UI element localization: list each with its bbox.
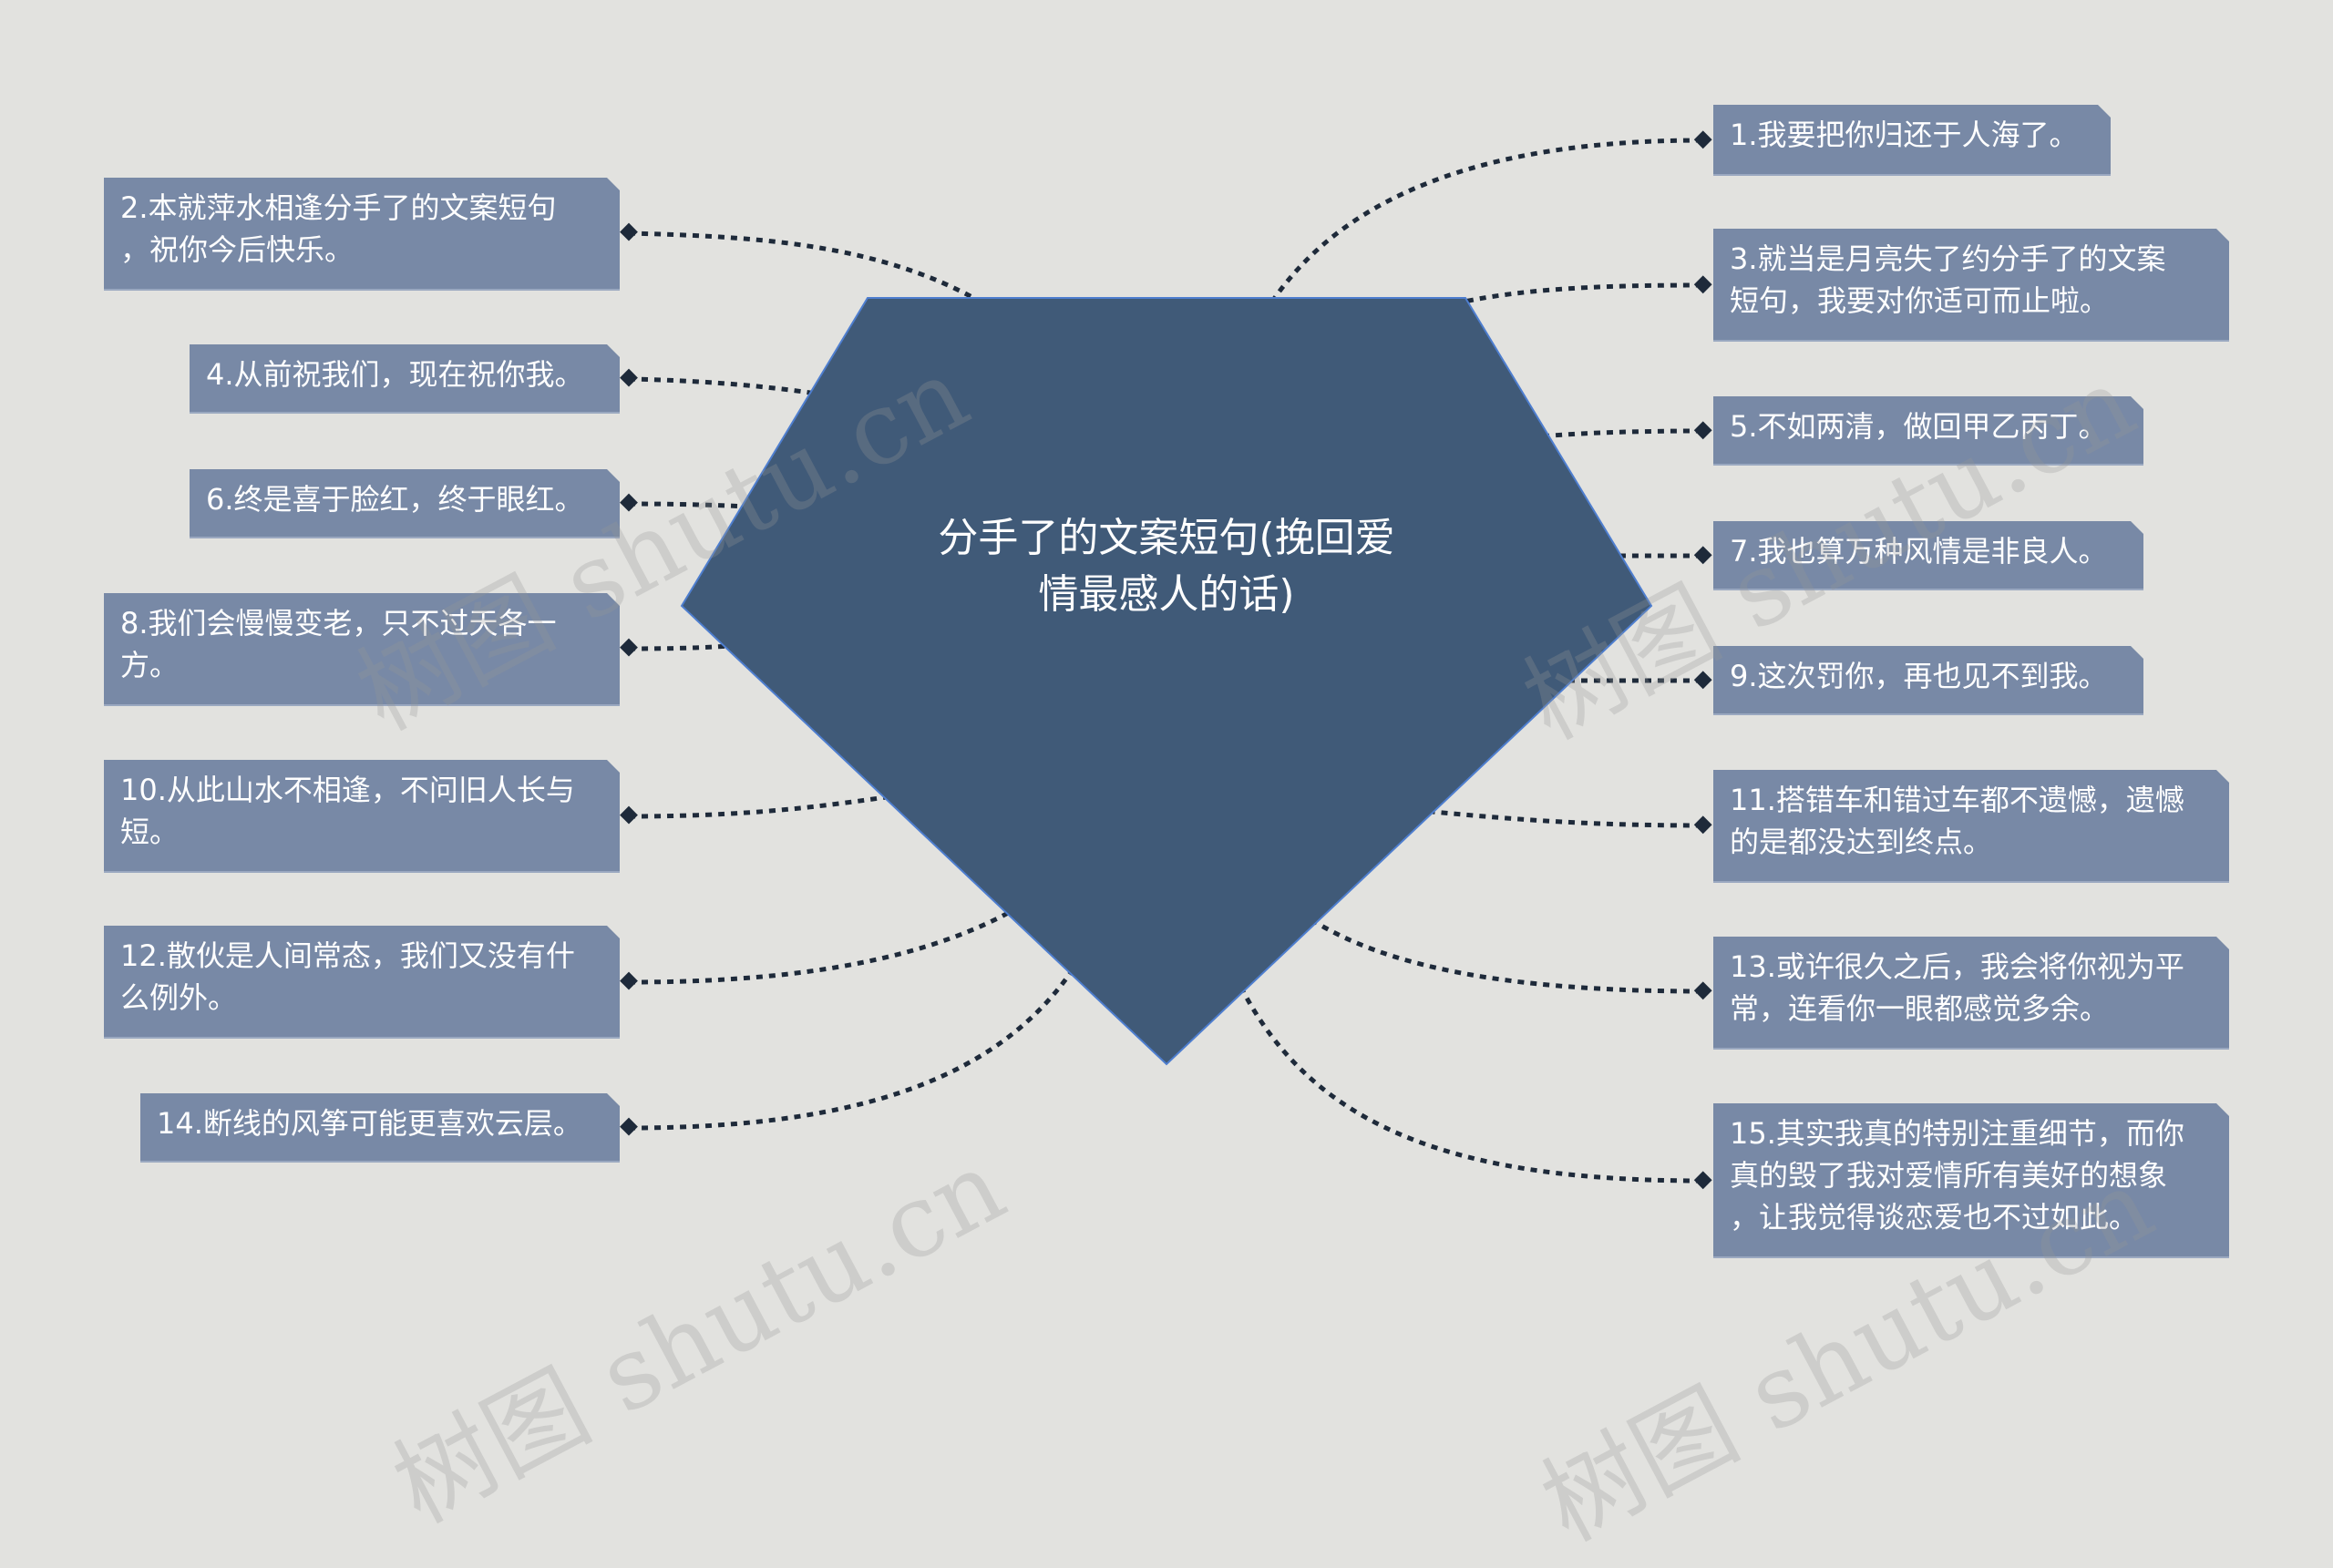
dot-10 bbox=[620, 805, 638, 825]
node-3-line2: 短句，我要对你适可而止啦。 bbox=[1730, 283, 2110, 318]
center-topic[interactable]: 分手了的文案短句(挽回爱 情最感人的话) bbox=[893, 510, 1440, 623]
center-pentagon bbox=[680, 297, 1653, 1066]
node-12-line1: 12.散伙是人间常态，我们又没有什 bbox=[120, 938, 575, 973]
node-10[interactable]: 10.从此山水不相逢，不问旧人长与 短。 bbox=[104, 760, 620, 873]
dot-6 bbox=[620, 493, 638, 512]
node-1[interactable]: 1.我要把你归还于人海了。 bbox=[1713, 105, 2111, 176]
node-8-line2: 方。 bbox=[120, 648, 180, 682]
node-3[interactable]: 3.就当是月亮失了约分手了的文案 短句，我要对你适可而止啦。 bbox=[1713, 229, 2229, 342]
connector-10 bbox=[628, 790, 921, 819]
node-12-line2: 么例外。 bbox=[120, 980, 238, 1015]
connector-1 bbox=[1264, 138, 1703, 312]
node-6[interactable]: 6.终是喜于脸红，终于眼红。 bbox=[190, 469, 620, 538]
dot-15 bbox=[1693, 1171, 1712, 1190]
node-15-line2: 真的毁了我对爱情所有美好的想象 bbox=[1730, 1158, 2168, 1193]
node-15-line3: ，让我觉得谈恋爱也不过如此。 bbox=[1730, 1200, 2139, 1235]
node-10-line1: 10.从此山水不相逢，不问旧人长与 bbox=[120, 773, 575, 807]
dot-1 bbox=[1693, 130, 1712, 149]
connector-15 bbox=[1237, 982, 1703, 1184]
connector-13 bbox=[1310, 917, 1703, 994]
dot-3 bbox=[1693, 275, 1712, 294]
connector-dots bbox=[620, 130, 1712, 1190]
connector-5 bbox=[1530, 428, 1703, 440]
dot-2 bbox=[620, 222, 638, 241]
node-9[interactable]: 9.这次罚你，再也见不到我。 bbox=[1713, 646, 2143, 715]
dot-13 bbox=[1693, 981, 1712, 1000]
node-13-line1: 13.或许很久之后，我会将你视为平 bbox=[1730, 949, 2184, 984]
node-4[interactable]: 4.从前祝我们，现在祝你我。 bbox=[190, 344, 620, 414]
node-8-line1: 8.我们会慢慢变老，只不过天各一 bbox=[120, 606, 557, 641]
node-5[interactable]: 5.不如两清，做回甲乙丙丁。 bbox=[1713, 396, 2143, 466]
node-9-line1: 9.这次罚你，再也见不到我。 bbox=[1730, 659, 2108, 693]
dot-7 bbox=[1693, 546, 1712, 565]
node-10-line2: 短。 bbox=[120, 815, 180, 849]
node-2[interactable]: 2.本就萍水相逢分手了的文案短句 ，祝你今后快乐。 bbox=[104, 178, 620, 291]
connector-12 bbox=[628, 908, 1013, 985]
node-13-line2: 常，连看你一眼都感觉多余。 bbox=[1730, 991, 2110, 1026]
node-12[interactable]: 12.散伙是人间常态，我们又没有什 么例外。 bbox=[104, 926, 620, 1039]
connector-layer bbox=[620, 130, 1712, 1190]
node-2-line1: 2.本就萍水相逢分手了的文案短句 bbox=[120, 190, 557, 225]
node-8[interactable]: 8.我们会慢慢变老，只不过天各一 方。 bbox=[104, 593, 620, 706]
dot-9 bbox=[1693, 671, 1712, 690]
node-4-line1: 4.从前祝我们，现在祝你我。 bbox=[206, 357, 584, 392]
dot-4 bbox=[620, 368, 638, 387]
node-14[interactable]: 14.断线的风筝可能更喜欢云层。 bbox=[140, 1093, 620, 1163]
dot-11 bbox=[1693, 815, 1712, 835]
connector-14 bbox=[628, 964, 1078, 1131]
dot-5 bbox=[1693, 421, 1712, 440]
node-1-line1: 1.我要把你归还于人海了。 bbox=[1730, 118, 2079, 152]
center-title-line1: 分手了的文案短句(挽回爱 bbox=[938, 515, 1395, 561]
node-14-line1: 14.断线的风筝可能更喜欢云层。 bbox=[157, 1106, 582, 1141]
node-11-line1: 11.搭错车和错过车都不遗憾，遗憾 bbox=[1730, 783, 2184, 817]
node-6-line1: 6.终是喜于脸红，终于眼红。 bbox=[206, 482, 584, 517]
node-15-line1: 15.其实我真的特别注重细节，而你 bbox=[1730, 1116, 2184, 1151]
node-11[interactable]: 11.搭错车和错过车都不遗憾，遗憾 的是都没达到终点。 bbox=[1713, 770, 2229, 883]
node-2-line2: ，祝你今后快乐。 bbox=[120, 232, 355, 267]
node-7[interactable]: 7.我也算万种风情是非良人。 bbox=[1713, 521, 2143, 590]
node-11-line2: 的是都没达到终点。 bbox=[1730, 825, 1993, 859]
node-3-line1: 3.就当是月亮失了约分手了的文案 bbox=[1730, 241, 2166, 276]
node-5-line1: 5.不如两清，做回甲乙丙丁。 bbox=[1730, 409, 2108, 444]
center-title-line2: 情最感人的话) bbox=[1038, 571, 1295, 618]
connector-11 bbox=[1421, 808, 1703, 828]
dot-12 bbox=[620, 971, 638, 990]
node-13[interactable]: 13.或许很久之后，我会将你视为平 常，连看你一眼都感觉多余。 bbox=[1713, 937, 2229, 1050]
node-7-line1: 7.我也算万种风情是非良人。 bbox=[1730, 534, 2108, 569]
dot-8 bbox=[620, 638, 638, 657]
dot-14 bbox=[620, 1117, 638, 1136]
node-15[interactable]: 15.其实我真的特别注重细节，而你 真的毁了我对爱情所有美好的想象 ，让我觉得谈… bbox=[1713, 1103, 2229, 1258]
